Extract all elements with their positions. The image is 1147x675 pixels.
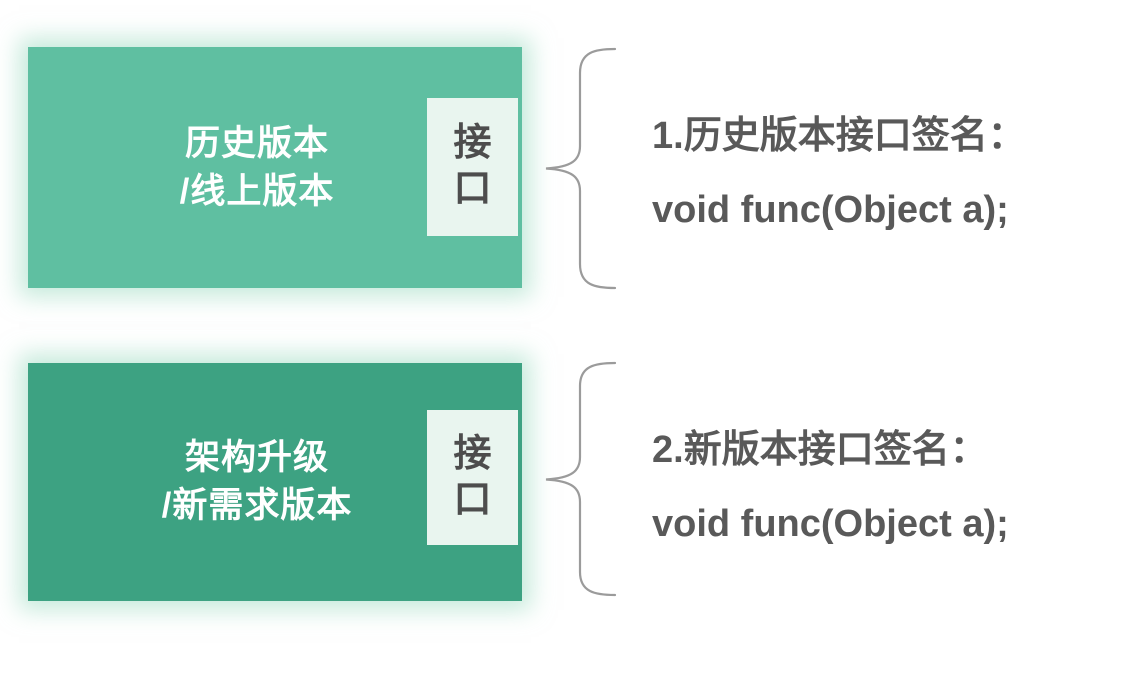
curly-brace-history: [545, 47, 617, 290]
note-history-signature: 1.历史版本接口签名： void func(Object a);: [652, 99, 1026, 247]
box-title-line1: 历史版本: [184, 123, 329, 163]
curly-brace-path: [545, 361, 617, 597]
new-version-box-title: 架构升级 /新需求版本: [28, 363, 522, 601]
new-version-box: 架构升级 /新需求版本 接口: [28, 363, 522, 601]
note-line2: void func(Object a);: [652, 503, 1009, 545]
history-version-box: 历史版本 /线上版本 接口: [28, 47, 522, 288]
interface-tag-label: 接口: [453, 432, 492, 521]
box-title-line1: 架构升级: [184, 438, 329, 477]
note-new-signature: 2.新版本接口签名： void func(Object a);: [652, 413, 1009, 561]
note-line1: 2.新版本接口签名：: [652, 429, 988, 471]
curly-brace-new: [545, 361, 617, 597]
history-version-box-title: 历史版本 /线上版本: [28, 47, 522, 288]
interface-tag-new: 接口: [427, 410, 518, 545]
curly-brace-path: [545, 47, 617, 290]
interface-tag-label: 接口: [453, 122, 492, 210]
note-line2: void func(Object a);: [652, 189, 1009, 231]
box-title-line2: /线上版本: [179, 171, 335, 211]
box-title-line2: /新需求版本: [161, 486, 353, 525]
note-line1: 1.历史版本接口签名：: [652, 115, 1026, 157]
interface-tag-history: 接口: [427, 98, 518, 236]
